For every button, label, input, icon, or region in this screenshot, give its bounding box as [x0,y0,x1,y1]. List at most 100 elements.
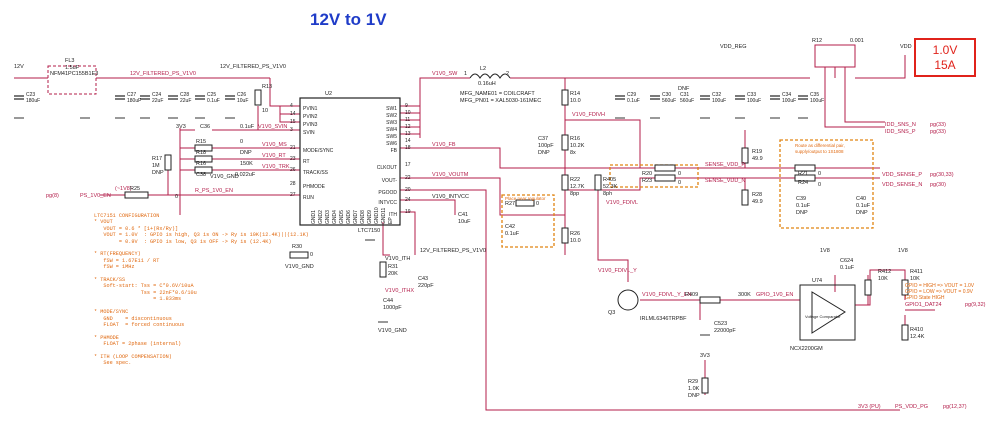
ic-body-u2 [299,97,401,226]
c40-dnp: DNP [856,210,868,216]
ic-name: LTC7150 [358,228,380,234]
r405-value: 52.3K [603,184,618,190]
r410-value: 12.4K [910,334,925,340]
ic-pin-ith: ITH [389,212,397,218]
ic-pin-number: 17 [405,162,411,168]
c39-value: 0.1uF [796,203,811,209]
pg-ref-idd-n: pg(33) [930,122,946,128]
net-12v-filtered: 12V_FILTERED_PS_V1V0 [130,71,196,77]
q3-ref: Q3 [608,310,615,316]
ic-pin-sw6: SW6 [386,141,397,147]
r14-ref: R14 [570,91,580,97]
r21-value: 0 [818,171,821,177]
pg-ref-sense-p: pg(30,33) [930,172,954,178]
net-gpio1-dat24: GPIO1_DAT24 [905,302,942,308]
net-gnd-b: V1V0_GND [378,328,407,334]
c38-ref: C38 [196,172,206,178]
r16-value: 10.2K [570,143,585,149]
ic-pin-number: 19 [405,209,411,215]
r16-ref: R16 [570,136,580,142]
ic-pin-number: 18 [405,145,411,151]
output-rating-badge: 1.0V 15A [914,38,976,77]
c41-value: 10uF [458,219,471,225]
ic-pin-clkout: CLKOUT [377,165,397,171]
input-cap-value: 180uF [127,98,141,104]
ic-pin-sw2: SW2 [386,113,397,119]
shunt-value: 0.001 [850,38,864,44]
ic-pin-run: RUN [303,195,314,201]
output-cap-ref: C30 [662,92,671,98]
net-12v-filtered-2: 12V_FILTERED_PS_V1V0 [220,64,286,70]
r20-value: 0 [678,171,681,177]
net-3v3-b: 3V3 [700,353,710,359]
net-ps-1v0-en: PS_1V0_EN [80,193,111,199]
ic-pins: PVIN14PVIN214PVIN315SVIN3MODE/SYNC21RT23… [290,103,411,224]
ic-pin-pvin2: PVIN2 [303,114,318,120]
output-cap-ref: C33 [747,92,756,98]
ic-pin-pgood: PGOOD [378,190,397,196]
pg-ref-ps-en: pg(8) [46,193,59,199]
c37-ref: C37 [538,136,548,142]
output-cap-value: 100uF [747,98,761,104]
c41-ref: C41 [458,212,468,218]
ic-pin-number: 15 [290,119,296,125]
net-v1v0-trk: V1V0_TRK [262,164,290,170]
ic-pin-rt: RT [303,159,310,165]
r411-ref: R411 [910,269,923,275]
net-vdd-reg: VDD_REG [720,44,747,50]
filter-pn: NFM41PC155B1E3 [50,71,98,77]
ic-pin-intvcc: INTVCC [378,200,397,206]
ic-pin-sw3: SW3 [386,120,397,126]
r31-ref: R31 [388,264,398,270]
filter-value: 1.5uF [65,65,80,71]
r16b-value: 150K [240,161,253,167]
r410-ref: R410 [910,327,923,333]
output-cap-ref: C32 [712,92,721,98]
r14-value: 10.0 [570,98,581,104]
net-sense-vdd-n: SENSE_VDD_N [705,178,745,184]
ic-pin-track-ss: TRACK/SS [303,170,329,176]
net-v1v0-voutm: V1V0_VOUTM [432,172,469,178]
ic-pin-sw1: SW1 [386,106,397,112]
r19-value: 49.9 [752,156,763,162]
component-labels: 12V 12V_FILTERED_PS_V1V0 12V_FILTERED_PS… [14,38,986,410]
mosfet-symbol [617,289,639,311]
net-ps-vdd-pg: PS_VDD_PG [895,404,928,410]
r31-value: 20K [388,271,398,277]
ic-pin-number: 9 [405,103,408,109]
r22-x: 8pp [570,191,579,197]
output-cap-ref: C31 [680,92,689,98]
r26-value: 10.0 [570,238,581,244]
r13-value: 10 [262,108,268,114]
ic-pin-gnd2: GND2 [318,210,324,224]
r17-dnp: DNP [152,170,164,176]
u74-ref: U74 [812,278,822,284]
inductor-pin2: 2 [506,71,509,77]
r27-value: 0 [536,201,539,207]
r409-value: 300K [738,292,751,298]
r409-ref: R409 [685,292,698,298]
c624-value: 0.1uF [840,265,855,271]
ic-pin-gnd10: GND10 [374,207,380,224]
net-v1v0-ith: V1V0_ITH [385,256,410,262]
input-cap-ref: C28 [180,92,189,98]
c40-value: 0.1uF [856,203,871,209]
ic-pin-number: 24 [405,197,411,203]
output-cap-value: 100uF [712,98,726,104]
c36-ref: C36 [200,124,210,130]
ic-pin-number: 14 [290,111,296,117]
r16-x: 8x [570,150,576,156]
inductor-ref: L2 [480,66,486,72]
ic-pin-number: 22 [405,175,411,181]
ic-pin-number: 27 [290,192,296,198]
net-1v8-b: 1V8 [898,248,908,254]
shunt-ref: R12 [812,38,822,44]
ic-pin-gnd7: GND7 [353,210,359,224]
ic-pin-ep: EP [388,217,394,224]
q3-pn: IRLML6346TRPBF [640,316,687,322]
net-r-ps-1v0-en: R_PS_1V0_EN [195,188,233,194]
input-cap-ref: C24 [152,92,161,98]
net-v1v0-fdivh: V1V0_FDIVH [572,112,605,118]
r30-value: 0 [310,252,313,258]
net-v1v0-fdivl: V1V0_FDIVL [606,200,638,206]
